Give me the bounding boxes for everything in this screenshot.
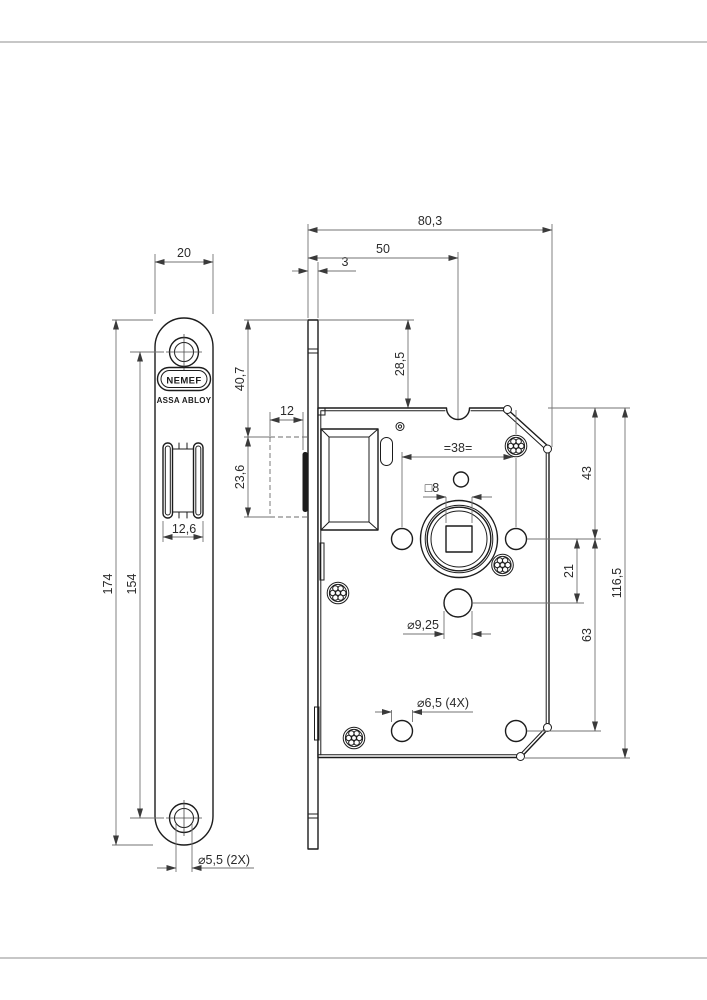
handle-hole-left (390, 527, 414, 551)
handle-hole-right (504, 527, 528, 551)
small-pin-hole-center (397, 424, 403, 429)
small-pin-hole (395, 422, 405, 431)
dim-faceplate-width-label: 20 (177, 246, 191, 260)
faceplate-side-view: 40,7 23,6 12 3 (233, 255, 356, 850)
upper-axis-hole (452, 471, 470, 488)
brand-group-text: ASSA ABLOY (157, 396, 212, 405)
dim-top-to-spindle: 43 (580, 407, 598, 540)
dim-case-height: 116,5 (610, 407, 628, 759)
spindle-follower-hub (419, 499, 499, 579)
dim-spindle-to-lower-holes: 63 (580, 538, 598, 732)
dim-spindle-to-center-hole: 21 (562, 538, 580, 604)
chamfer-tab-top-left (503, 405, 512, 414)
dim-screw-holes-label: ⌀5,5 (2X) (198, 853, 250, 867)
brand-logo: NEMEF ASSA ABLOY (157, 366, 212, 405)
dim-fixing-holes: ⌀6,5 (4X) (375, 696, 473, 722)
dim-latch-height-label: 23,6 (233, 465, 247, 489)
dim-faceplate-length-label: 174 (101, 574, 115, 595)
dim-faceplate-width: 20 (154, 246, 214, 314)
dim-top-to-latch-label: 40,7 (233, 367, 247, 391)
case-corner-tab (317, 407, 326, 416)
dim-top-to-latch: 40,7 (233, 319, 308, 438)
rivet-mid-left (326, 581, 350, 605)
dim-spindle-to-center-hole-label: 21 (562, 564, 576, 578)
dim-latch-height: 23,6 (233, 436, 270, 518)
lock-case-view (314, 405, 552, 761)
edge-slot-lower (314, 706, 320, 741)
dim-center-hole-label: ⌀9,25 (407, 618, 439, 632)
dim-screw-centers: 154 (125, 351, 164, 819)
oval-slot (380, 437, 393, 466)
latch-block-plan (320, 428, 379, 531)
latch-hidden-outline (269, 436, 308, 518)
lower-hole-left (390, 719, 414, 743)
edge-slot-upper (319, 542, 325, 581)
dim-overall-depth-label: 80,3 (418, 214, 442, 228)
dim-top-overhang: 28,5 (318, 319, 414, 409)
lower-hole-right (504, 719, 528, 743)
dim-latch-face-width-label: 12,6 (172, 522, 196, 536)
rivet-bottom-left (342, 726, 366, 750)
dim-backset-label: 50 (376, 242, 390, 256)
center-hole-925 (443, 588, 473, 618)
case-dimensions: =38= □8 ⌀9,25 ⌀6,5 (4X) (375, 407, 630, 759)
faceplate-side-outline (307, 319, 319, 850)
latch-front-view (162, 442, 204, 519)
chamfer-tab-bottom-left (516, 752, 525, 761)
rivet-mid-right (491, 553, 514, 577)
dim-handle-centers: =38= (401, 410, 517, 527)
logo-text: NEMEF (166, 376, 201, 387)
dim-fixing-holes-label: ⌀6,5 (4X) (417, 696, 469, 710)
dim-case-height-label: 116,5 (610, 568, 624, 598)
dim-faceplate-thickness: 3 (292, 255, 356, 318)
top-dimensions: 80,3 50 28,5 (307, 214, 553, 471)
latch-bolt-tip (302, 452, 308, 512)
faceplate-outline (154, 317, 214, 846)
dim-backset: 50 (307, 242, 459, 261)
chamfer-tab-top-right (543, 444, 552, 454)
dim-spindle-to-lower-holes-label: 63 (580, 628, 594, 642)
dim-handle-centers-label: =38= (444, 441, 473, 455)
dim-latch-face-width: 12,6 (162, 521, 204, 542)
rivet-top-right (504, 434, 528, 458)
dim-faceplate-thickness-label: 3 (342, 255, 349, 269)
lock-case-outline (317, 407, 550, 759)
faceplate-front-view: NEMEF ASSA ABLOY 20 174 (101, 246, 254, 872)
dim-screw-holes: ⌀5,5 (2X) (157, 824, 254, 872)
dim-screw-centers-label: 154 (125, 574, 139, 595)
dim-overall-depth: 80,3 (307, 214, 553, 233)
dim-top-overhang-label: 28,5 (393, 352, 407, 376)
dim-spindle-square: □8 (423, 481, 492, 523)
dim-latch-throw: 12 (269, 404, 304, 450)
dim-center-hole: ⌀9,25 (403, 611, 491, 639)
chamfer-tab-bottom-right (543, 723, 552, 732)
dim-faceplate-length: 174 (101, 319, 153, 846)
dim-spindle-square-label: □8 (425, 481, 440, 495)
dim-latch-throw-label: 12 (280, 404, 294, 418)
spindle-square-hole (445, 525, 473, 553)
dim-top-to-spindle-label: 43 (580, 466, 594, 480)
